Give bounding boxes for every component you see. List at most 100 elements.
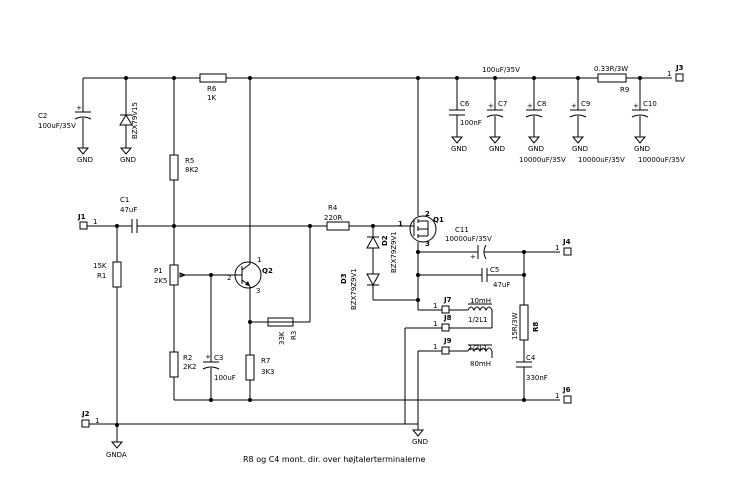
j4-ref: J4 bbox=[562, 238, 571, 246]
capacitor-c1: C1 47uF bbox=[120, 196, 310, 233]
j2-ref: J2 bbox=[81, 410, 90, 418]
c2-ref: C2 bbox=[38, 112, 47, 120]
q2-ref: Q2 bbox=[262, 267, 273, 275]
connector-j8: J8 1 bbox=[404, 314, 452, 424]
connector-j6: J6 1 bbox=[555, 386, 572, 404]
pin-number: 1 bbox=[257, 256, 261, 264]
j9-ref: J9 bbox=[443, 337, 452, 345]
r3-value: 33K bbox=[278, 331, 286, 345]
resistor-r1: 15K R1 bbox=[93, 226, 122, 442]
capacitor-c11: + C11 10000uF/35V bbox=[418, 226, 560, 261]
c5-ref: C5 bbox=[490, 266, 499, 274]
r6-ref: R6 bbox=[207, 85, 217, 93]
d2-value: BZX79Z9V1 bbox=[390, 231, 398, 273]
connector-j3: J3 1 bbox=[667, 64, 684, 82]
resistor-r4: R4 220R bbox=[310, 204, 405, 231]
capacitor-c3: + C3 100uF bbox=[202, 275, 236, 400]
inductor-top-value: 10mH bbox=[470, 297, 491, 305]
gnd-label: GND bbox=[77, 156, 93, 164]
r9-ref: R9 bbox=[620, 86, 629, 94]
gnd-label: GND bbox=[412, 438, 428, 446]
gnd-label: GND bbox=[120, 156, 136, 164]
q1-ref: Q1 bbox=[433, 216, 444, 224]
capacitor-c9: + C9 GND 10000uF/35V bbox=[569, 78, 625, 164]
r5-ref: R5 bbox=[185, 157, 194, 165]
pin-number: 2 bbox=[227, 274, 231, 282]
resistor-r9: 0.33R/3W R9 bbox=[594, 65, 642, 94]
zener-diode-d3: D3 BZX79Z9V1 bbox=[340, 268, 418, 310]
capacitor-c5: C5 47uF bbox=[416, 266, 526, 289]
polarity-mark: + bbox=[488, 102, 494, 110]
c7-ref: C7 bbox=[498, 100, 507, 108]
connector-j7: J7 1 bbox=[418, 296, 452, 314]
j6-ref: J6 bbox=[562, 386, 571, 394]
c3-value: 100uF bbox=[214, 374, 236, 382]
c8-ref: C8 bbox=[537, 100, 546, 108]
bottom-return-rail bbox=[174, 398, 560, 402]
polarity-mark: + bbox=[633, 102, 639, 110]
c4-value: 330nF bbox=[526, 374, 548, 382]
c4-ref: C4 bbox=[526, 354, 536, 362]
r1-ref: R1 bbox=[97, 272, 106, 280]
capacitor-c4: C4 330nF bbox=[516, 354, 548, 400]
inductor-l1-bottom: 1/2L1 80mH bbox=[449, 344, 493, 368]
j1-ref: J1 bbox=[77, 213, 86, 221]
pin-number: 1 bbox=[667, 70, 671, 78]
inductor-top-part: 1/2L1 bbox=[468, 316, 488, 324]
gnd-label: GND bbox=[528, 145, 544, 153]
pin-number: 1 bbox=[433, 343, 437, 351]
gnd-label: GND bbox=[634, 145, 650, 153]
r1-value: 15K bbox=[93, 262, 107, 270]
p1-value: 2K5 bbox=[154, 277, 168, 285]
resistor-r5: R5 8K2 bbox=[169, 78, 199, 265]
r2-ref: R2 bbox=[183, 354, 192, 362]
polarity-mark: + bbox=[76, 104, 82, 112]
gnda-symbol: GNDA bbox=[106, 441, 127, 459]
c2-value: 100uF/35V bbox=[38, 122, 76, 130]
r3-ref: R3 bbox=[290, 331, 298, 340]
inductor-bottom-value: 80mH bbox=[470, 360, 491, 368]
resistor-r8: 15R/3W R8 bbox=[511, 252, 540, 362]
gnd-label: GND bbox=[451, 145, 467, 153]
c1-value: 47uF bbox=[120, 206, 137, 214]
pin-number: 1 bbox=[433, 320, 437, 328]
capacitor-c7: + C7 100uF/35V GND bbox=[482, 66, 520, 153]
c8-value: 10000uF/35V bbox=[519, 156, 566, 164]
inductor-bottom-part: 1/2L1 bbox=[468, 344, 488, 352]
connector-j1: J1 1 bbox=[77, 213, 132, 230]
d2-ref: D2 bbox=[381, 235, 389, 246]
r5-value: 8K2 bbox=[185, 166, 199, 174]
transistor-q2: 1 2 3 Q2 bbox=[209, 78, 273, 355]
r6-value: 1K bbox=[207, 94, 216, 102]
gnd-label: GND bbox=[572, 145, 588, 153]
c10-ref: C10 bbox=[643, 100, 657, 108]
r7-value: 3K3 bbox=[261, 368, 275, 376]
polarity-mark: + bbox=[571, 102, 577, 110]
c1-ref: C1 bbox=[120, 196, 129, 204]
resistor-r3: 33K R3 bbox=[250, 224, 312, 345]
j8-ref: J8 bbox=[443, 314, 452, 322]
c6-value: 100nF bbox=[460, 119, 482, 127]
zener-top-value: BZX79V15 bbox=[131, 102, 139, 139]
polarity-mark: + bbox=[527, 102, 533, 110]
pin-number: 1 bbox=[433, 302, 437, 310]
polarity-mark: + bbox=[470, 253, 476, 261]
pin-number: 3 bbox=[256, 287, 260, 295]
c6-ref: C6 bbox=[460, 100, 470, 108]
r8-value: 15R/3W bbox=[511, 312, 519, 340]
connector-j2: J2 1 bbox=[81, 410, 117, 428]
resistor-r6: R6 1K bbox=[199, 73, 227, 102]
pin-number: 1 bbox=[95, 417, 99, 425]
connector-j4: J4 1 bbox=[555, 238, 572, 256]
connector-j9: J9 1 bbox=[417, 337, 452, 430]
r8-ref: R8 bbox=[532, 322, 540, 332]
gnd-symbol-zener: GND bbox=[119, 147, 136, 164]
pin-number: 1 bbox=[93, 218, 97, 226]
gnda-label: GNDA bbox=[106, 451, 127, 459]
j7-ref: J7 bbox=[443, 296, 452, 304]
top-supply-rail bbox=[83, 76, 672, 80]
r7-ref: R7 bbox=[261, 357, 270, 365]
d3-value: BZX79Z9V1 bbox=[350, 268, 358, 310]
